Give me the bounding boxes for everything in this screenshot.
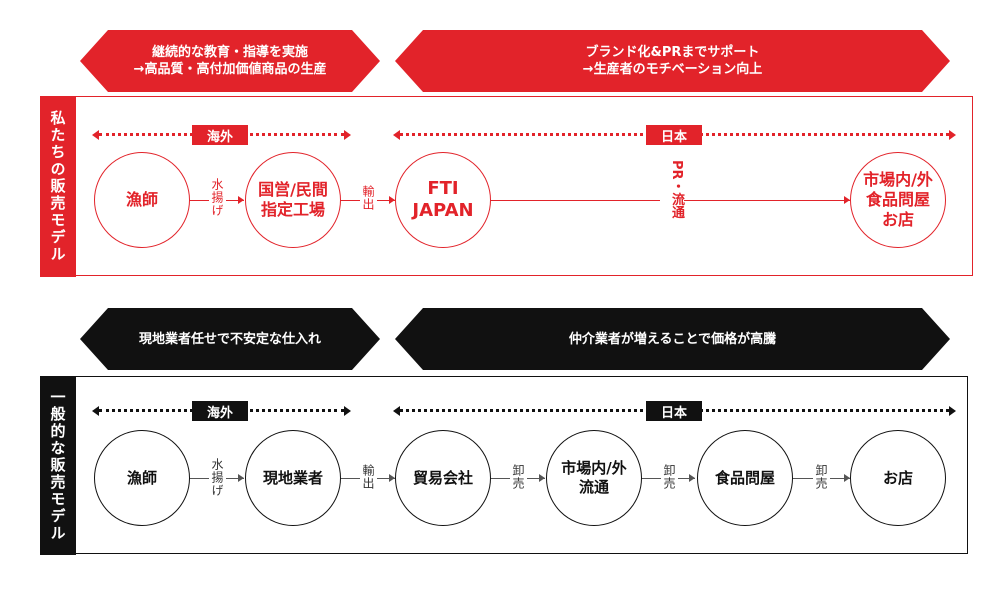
- mid-right-banner-text: 仲介業者が増えることで価格が高騰: [568, 331, 777, 347]
- gen-japan-tag: 日本: [646, 401, 702, 421]
- gen-node-fisherman: 漁師: [94, 430, 190, 526]
- flow-arrowhead-1: [238, 196, 244, 204]
- gen-flow-arrowhead-3: [539, 474, 545, 482]
- gen-japan-dots-right-tip: [949, 406, 956, 416]
- gen-connector-landing: 水揚げ: [209, 456, 226, 499]
- gen-node-market-distribution: 市場内/外 流通: [546, 430, 642, 526]
- japan-tag: 日本: [646, 125, 702, 145]
- gen-flow-arrowhead-5: [844, 474, 850, 482]
- gen-node-food-wholesaler: 食品問屋: [697, 430, 793, 526]
- flow-arrowhead-2: [389, 196, 395, 204]
- mid-left-banner-text: 現地業者任せで不安定な仕入れ: [138, 331, 321, 347]
- overseas-tag: 海外: [192, 125, 248, 145]
- gen-node-store: お店: [850, 430, 946, 526]
- top-left-banner-arrow: 継続的な教育・指導を実施 →高品質・高付加価値商品の生産: [80, 30, 380, 92]
- gen-overseas-dots-right-tip: [344, 406, 351, 416]
- top-right-banner-text: ブランド化&PRまでサポート →生産者のモチベーション向上: [582, 45, 763, 77]
- node-fisherman: 漁師: [94, 152, 190, 248]
- japan-dots-right-tip: [949, 130, 956, 140]
- overseas-dots-left-tip: [92, 130, 99, 140]
- gen-connector-wholesale-2: 卸売: [661, 462, 678, 492]
- gen-overseas-tag: 海外: [192, 401, 248, 421]
- node-market-wholesaler-store: 市場内/外 食品問屋 お店: [850, 152, 946, 248]
- japan-dots-left-tip: [393, 130, 400, 140]
- gen-overseas-dots-left-tip: [92, 406, 99, 416]
- pr-distribution-label: PR・流通: [660, 160, 684, 219]
- mid-right-banner-arrow: 仲介業者が増えることで価格が高騰: [395, 308, 950, 370]
- gen-flow-arrowhead-2: [389, 474, 395, 482]
- gen-connector-wholesale-3: 卸売: [813, 462, 830, 492]
- gen-japan-dots-left-tip: [393, 406, 400, 416]
- node-designated-factory: 国営/民間 指定工場: [245, 152, 341, 248]
- gen-connector-export: 輸出: [360, 462, 377, 492]
- connector-landing: 水揚げ: [209, 176, 226, 219]
- gen-flow-arrowhead-1: [238, 474, 244, 482]
- gen-flow-arrowhead-4: [689, 474, 695, 482]
- gen-node-trading-company: 貿易会社: [395, 430, 491, 526]
- gen-connector-wholesale-1: 卸売: [510, 462, 527, 492]
- mid-left-banner-arrow: 現地業者任せで不安定な仕入れ: [80, 308, 380, 370]
- connector-export: 輸出: [360, 183, 377, 213]
- node-fti-japan: FTI JAPAN: [395, 152, 491, 248]
- top-left-banner-text: 継続的な教育・指導を実施 →高品質・高付加価値商品の生産: [133, 45, 327, 77]
- gen-node-local-trader: 現地業者: [245, 430, 341, 526]
- flow-arrowhead-3: [844, 196, 850, 204]
- general-model-side-label: 一般的な販売モデル: [40, 376, 76, 555]
- our-model-side-label: 私たちの販売モデル: [40, 96, 76, 277]
- overseas-dots-right-tip: [344, 130, 351, 140]
- top-right-banner-arrow: ブランド化&PRまでサポート →生産者のモチベーション向上: [395, 30, 950, 92]
